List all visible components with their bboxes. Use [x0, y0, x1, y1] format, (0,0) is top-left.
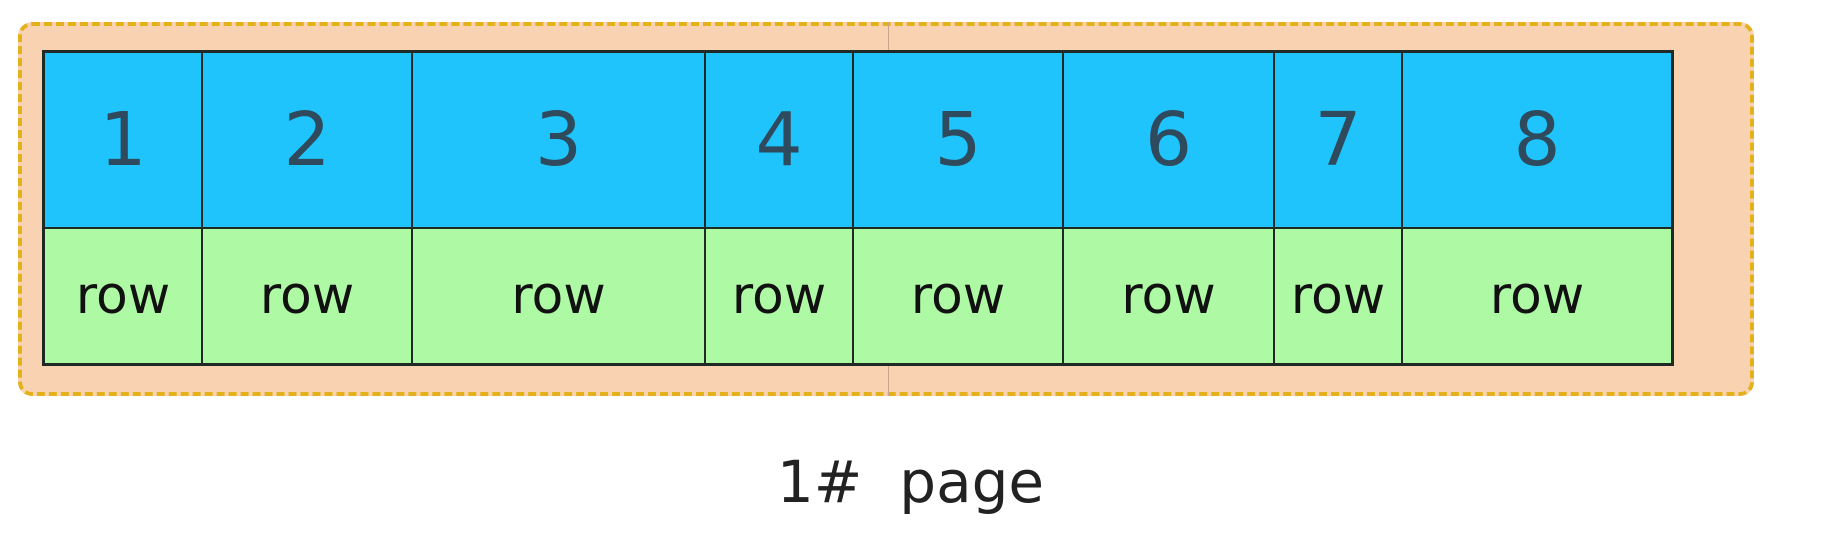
record-column-5: 5 row: [854, 53, 1064, 363]
record-column-1: 1 row: [45, 53, 203, 363]
record-column-7: 7 row: [1275, 53, 1403, 363]
record-number-cell: 1: [45, 53, 201, 229]
record-column-8: 8 row: [1403, 53, 1671, 363]
record-number-cell: 3: [413, 53, 704, 229]
page-caption: 1# page: [776, 448, 1045, 516]
record-number-cell: 4: [706, 53, 852, 229]
record-row-cell: row: [413, 229, 704, 363]
record-row-cell: row: [1064, 229, 1273, 363]
record-column-3: 3 row: [413, 53, 706, 363]
record-number-cell: 5: [854, 53, 1062, 229]
record-number-cell: 2: [203, 53, 411, 229]
record-row-cell: row: [706, 229, 852, 363]
record-number-cell: 8: [1403, 53, 1671, 229]
record-column-4: 4 row: [706, 53, 854, 363]
record-row-cell: row: [1275, 229, 1401, 363]
record-column-2: 2 row: [203, 53, 413, 363]
record-row-cell: row: [854, 229, 1062, 363]
record-column-6: 6 row: [1064, 53, 1275, 363]
record-row-cell: row: [45, 229, 201, 363]
record-number-cell: 6: [1064, 53, 1273, 229]
record-table: 1 row 2 row 3 row 4 row 5 row 6 row 7 ro…: [42, 50, 1674, 366]
record-row-cell: row: [1403, 229, 1671, 363]
record-number-cell: 7: [1275, 53, 1401, 229]
record-row-cell: row: [203, 229, 411, 363]
